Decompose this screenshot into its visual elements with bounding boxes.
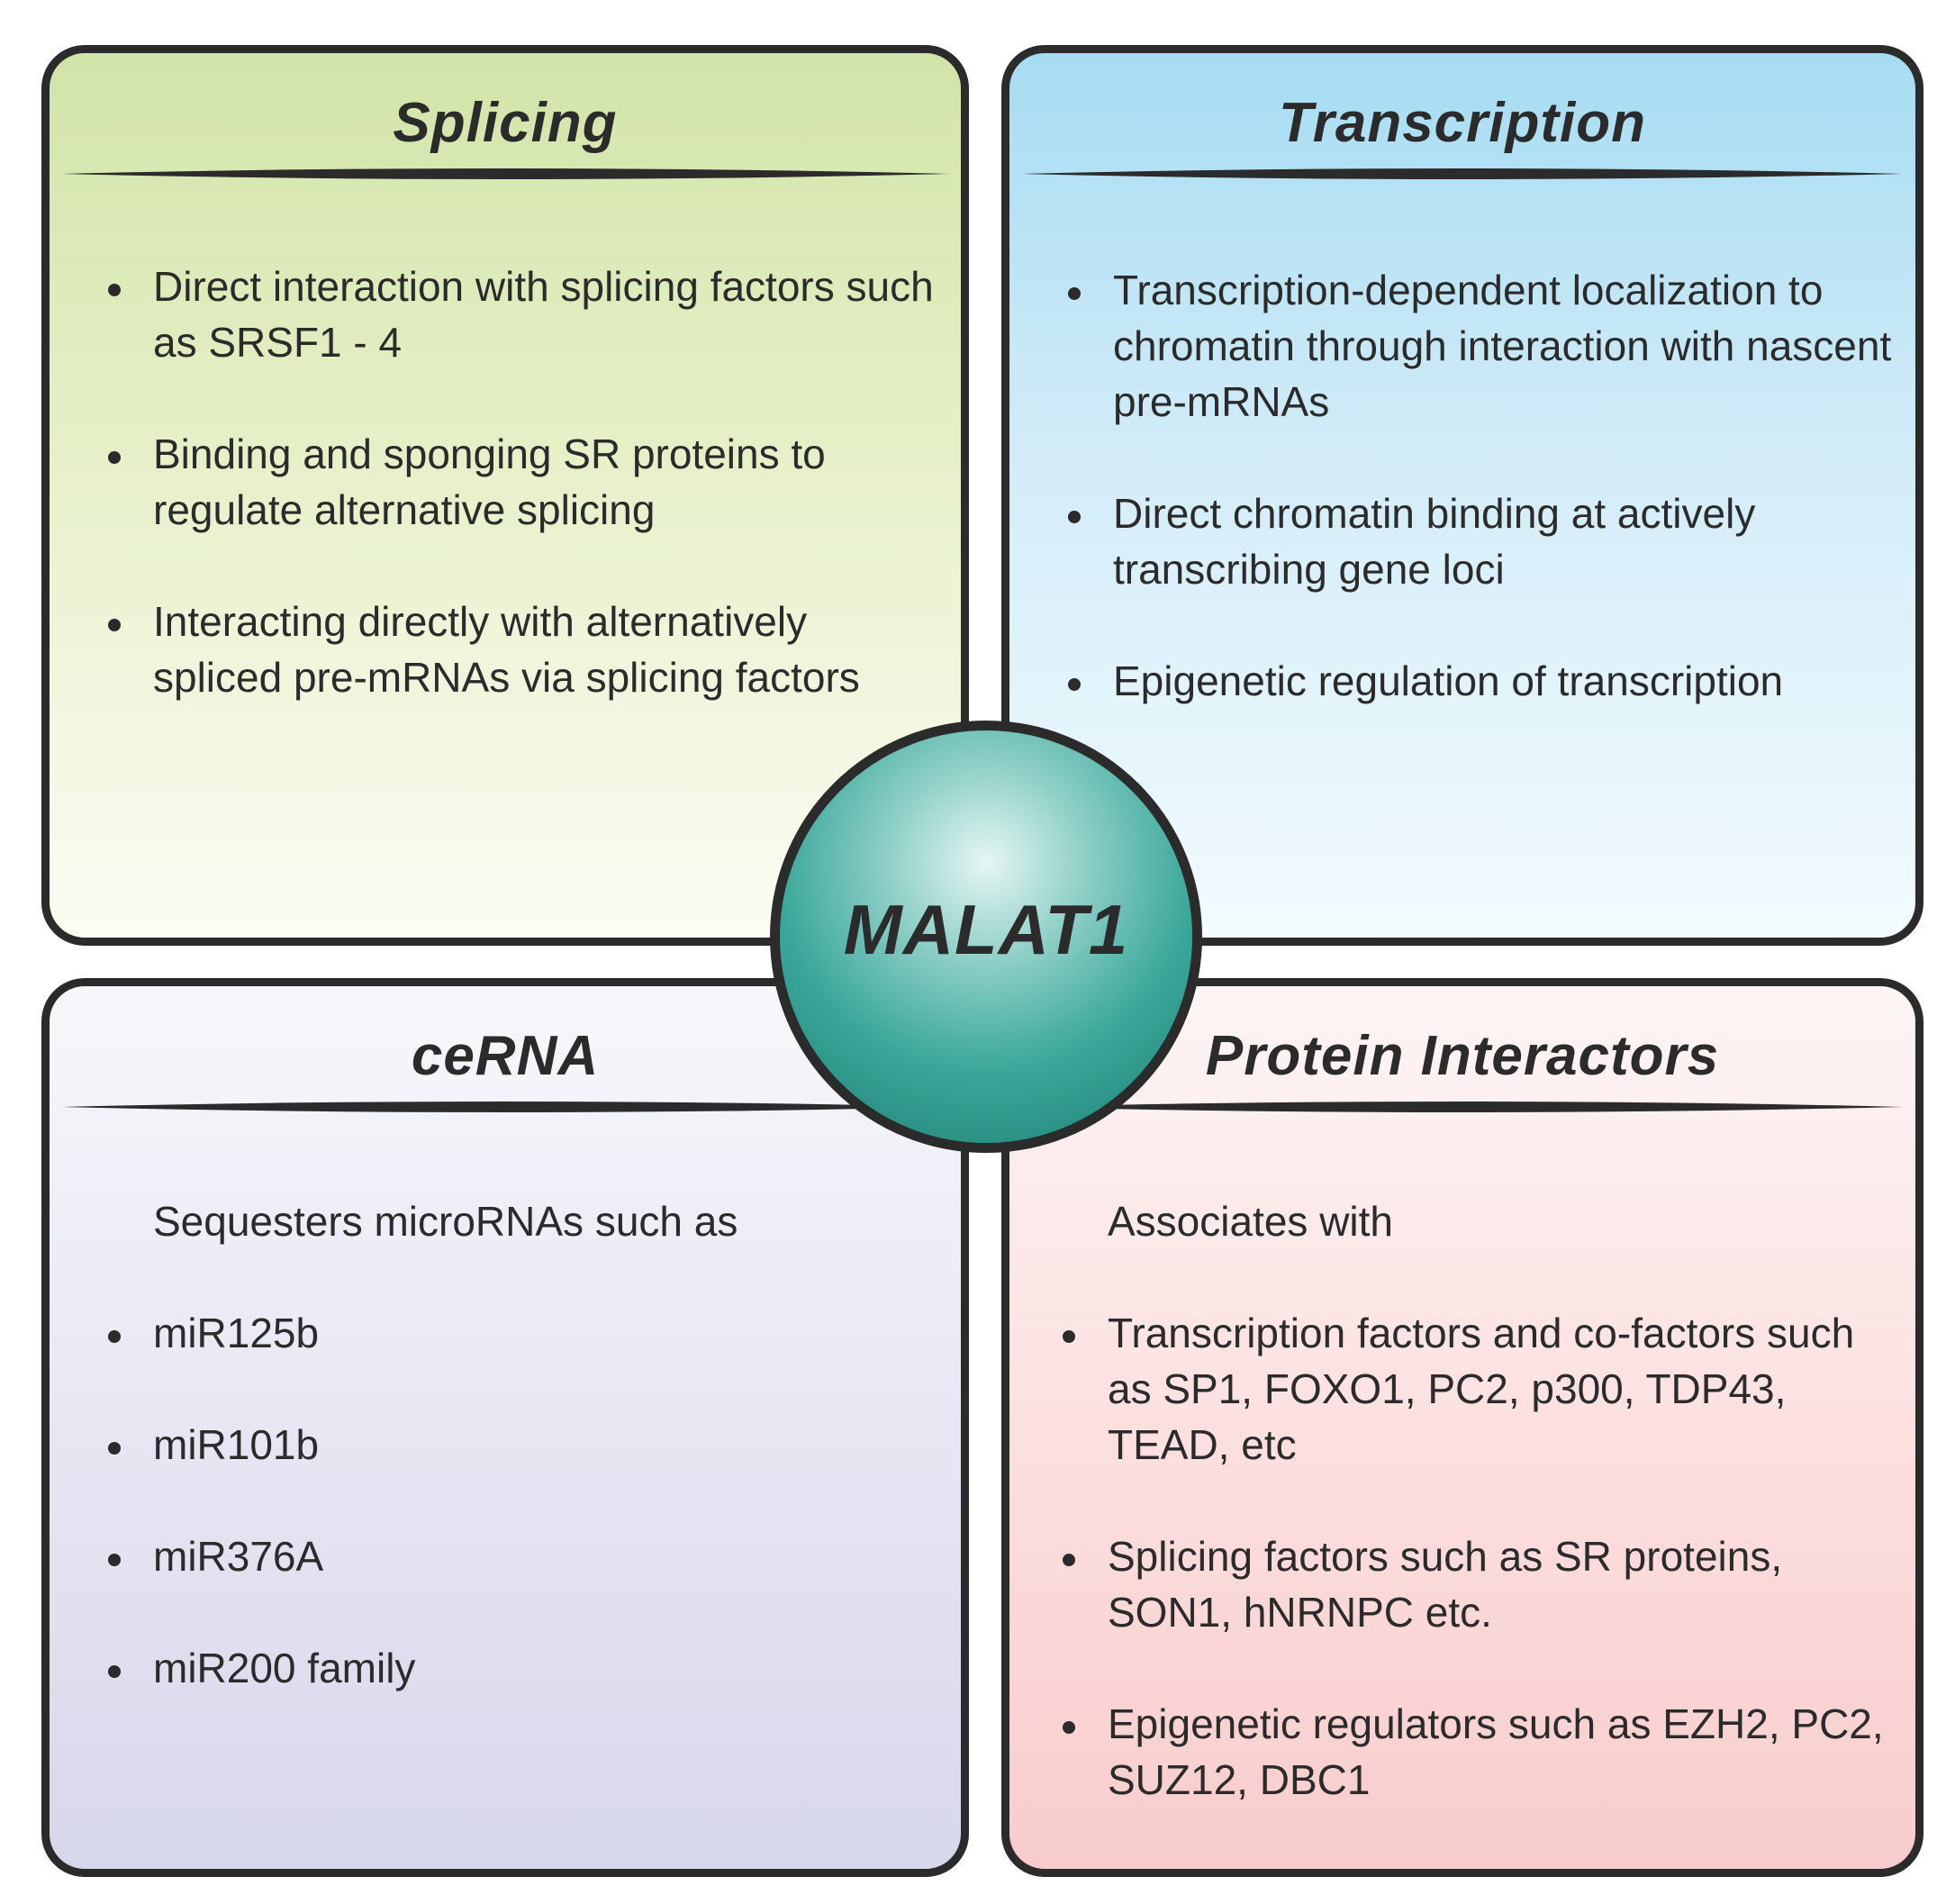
cerna-title: ceRNA — [411, 1025, 600, 1087]
cerna-item-text: miR376A — [153, 1533, 324, 1580]
malat1-hub: MALAT1 — [770, 721, 1202, 1153]
bullet-icon — [108, 284, 121, 296]
cerna-item: miR125b — [101, 1305, 911, 1361]
splicing-item-text: Interacting directly with alternatively … — [153, 598, 860, 701]
bullet-icon — [1068, 287, 1081, 300]
bullet-icon — [1068, 511, 1081, 523]
bullet-icon — [108, 1554, 121, 1566]
protein-interactors-item-text: Splicing factors such as SR proteins, SO… — [1108, 1533, 1783, 1636]
protein-interactors-list: Transcription factors and co-factors suc… — [1055, 1305, 1893, 1808]
bullet-icon — [108, 1442, 121, 1455]
bullet-icon — [1068, 678, 1081, 691]
cerna-item: miR101b — [101, 1417, 911, 1473]
transcription-panel: Transcription Transcription-dependent lo… — [1001, 45, 1923, 946]
bullet-icon — [1063, 1330, 1075, 1343]
protein-interactors-item-text: Epigenetic regulators such as EZH2, PC2,… — [1108, 1700, 1884, 1803]
bullet-icon — [108, 619, 121, 631]
splicing-list: Direct interaction with splicing factors… — [101, 258, 938, 705]
protein-interactors-item: Splicing factors such as SR proteins, SO… — [1055, 1528, 1893, 1640]
cerna-item: miR200 family — [101, 1640, 911, 1696]
transcription-item: Direct chromatin binding at actively tra… — [1061, 485, 1898, 597]
cerna-list: miR125b miR101b miR376A miR200 family — [101, 1305, 911, 1696]
transcription-item: Epigenetic regulation of transcription — [1061, 653, 1898, 709]
cerna-item-text: miR101b — [153, 1421, 320, 1468]
cerna-title-rule — [62, 1098, 948, 1116]
malat1-label: MALAT1 — [843, 890, 1129, 969]
bullet-icon — [108, 1665, 121, 1678]
transcription-item-text: Direct chromatin binding at actively tra… — [1113, 490, 1756, 593]
protein-interactors-item-text: Transcription factors and co-factors suc… — [1108, 1310, 1855, 1468]
transcription-item: Transcription-dependent localization to … — [1061, 262, 1898, 430]
protein-interactors-title-rule — [1022, 1098, 1903, 1116]
splicing-item: Interacting directly with alternatively … — [101, 594, 938, 705]
cerna-intro: Sequesters microRNAs such as — [153, 1198, 738, 1245]
bullet-icon — [108, 1330, 121, 1343]
splicing-item: Binding and sponging SR proteins to regu… — [101, 426, 938, 538]
bullet-icon — [1063, 1554, 1075, 1566]
protein-interactors-intro: Associates with — [1108, 1198, 1394, 1245]
splicing-item: Direct interaction with splicing factors… — [101, 258, 938, 370]
cerna-item-text: miR200 family — [153, 1645, 416, 1691]
cerna-item: miR376A — [101, 1528, 911, 1584]
splicing-item-text: Binding and sponging SR proteins to regu… — [153, 431, 826, 533]
splicing-panel: Splicing Direct interaction with splicin… — [41, 45, 969, 946]
bullet-icon — [1063, 1721, 1075, 1734]
transcription-title: Transcription — [1278, 92, 1647, 154]
bullet-icon — [108, 451, 121, 464]
transcription-item-text: Transcription-dependent localization to … — [1113, 267, 1892, 425]
splicing-item-text: Direct interaction with splicing factors… — [153, 263, 934, 366]
protein-interactors-item: Epigenetic regulators such as EZH2, PC2,… — [1055, 1696, 1893, 1808]
protein-interactors-title: Protein Interactors — [1205, 1025, 1720, 1087]
splicing-title: Splicing — [393, 92, 618, 154]
transcription-list: Transcription-dependent localization to … — [1061, 262, 1898, 709]
transcription-title-rule — [1022, 165, 1903, 183]
transcription-item-text: Epigenetic regulation of transcription — [1113, 657, 1784, 704]
cerna-panel: ceRNA Sequesters microRNAs such as miR12… — [41, 978, 969, 1877]
cerna-item-text: miR125b — [153, 1310, 320, 1356]
protein-interactors-panel: Protein Interactors Associates with Tran… — [1001, 978, 1923, 1877]
splicing-title-rule — [62, 165, 948, 183]
protein-interactors-item: Transcription factors and co-factors suc… — [1055, 1305, 1893, 1473]
